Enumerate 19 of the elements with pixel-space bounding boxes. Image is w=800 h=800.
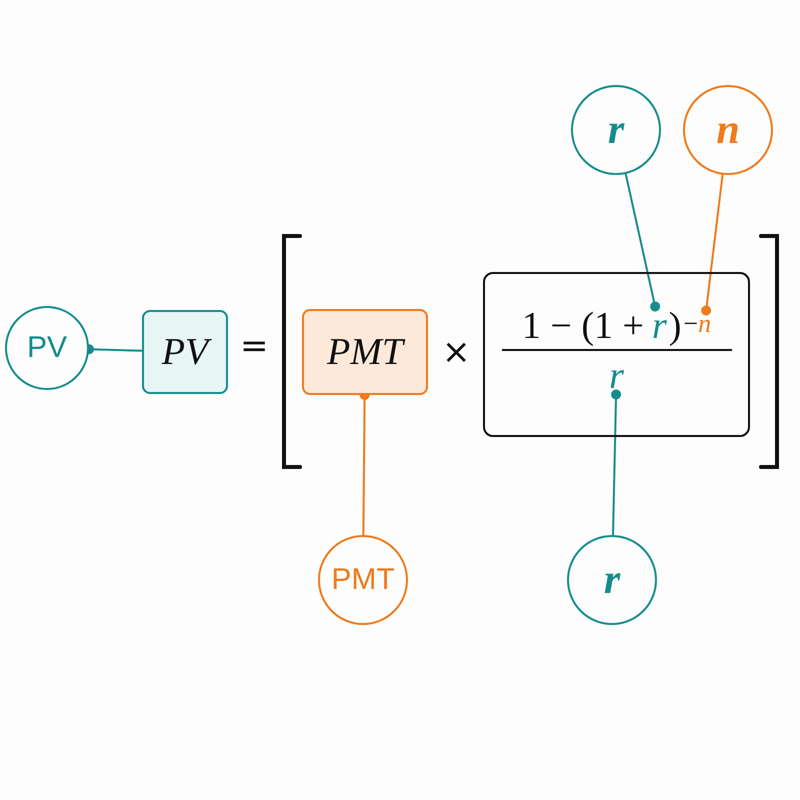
variable-box: PMT — [302, 309, 428, 395]
formula-text: 1 − (1 + — [522, 306, 644, 344]
formula-text: ) — [668, 306, 682, 344]
variable-symbol: r — [652, 306, 667, 344]
leader-line — [701, 174, 724, 316]
exponent-symbol: n — [698, 310, 712, 336]
variable-circle: PMT — [318, 535, 408, 625]
variable-circle: PV — [5, 306, 89, 390]
leader-line — [611, 390, 622, 536]
variable-box: PV — [142, 310, 228, 394]
formula-text: − — [683, 310, 698, 336]
variable-symbol: r — [609, 356, 624, 394]
variable-circle: r — [571, 85, 661, 175]
leader-line — [624, 174, 660, 312]
math-operator: = — [240, 326, 268, 366]
fraction-box — [483, 272, 750, 437]
variable-circle: n — [683, 85, 773, 175]
variable-circle: r — [567, 535, 657, 625]
math-operator: × — [442, 332, 470, 372]
